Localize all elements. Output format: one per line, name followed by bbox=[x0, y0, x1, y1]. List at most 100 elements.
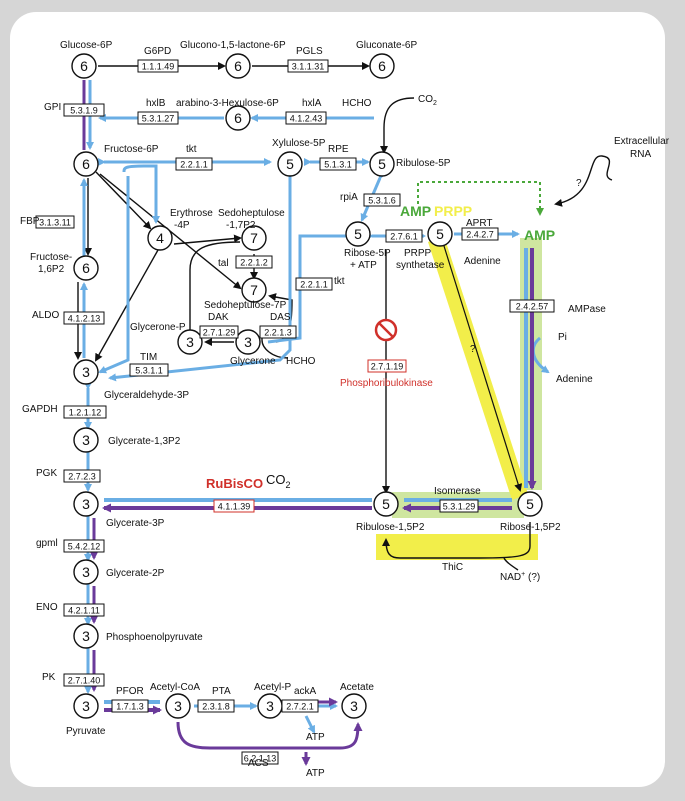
node-number: 5 bbox=[436, 226, 444, 242]
label-prpp-synth-a: PRPP bbox=[404, 248, 432, 259]
ec-rect bbox=[367, 359, 407, 373]
ec-rect bbox=[509, 299, 555, 313]
ec-number: 2.7.1.40 bbox=[68, 676, 101, 686]
ec-number: 5.3.1.1 bbox=[135, 366, 163, 376]
node-number: 3 bbox=[82, 432, 90, 448]
label-ribose5p-b: + ATP bbox=[350, 260, 377, 271]
label-hcho-bottom: HCHO bbox=[286, 356, 316, 367]
label-extracellular-a: Extracellular bbox=[614, 136, 670, 147]
node-prpp: 5 bbox=[427, 221, 453, 247]
node-glycerate2p: 3 bbox=[73, 559, 99, 585]
node-circle bbox=[73, 559, 99, 585]
node-fructose6p: 6 bbox=[73, 151, 99, 177]
node-number: 6 bbox=[234, 110, 242, 126]
ec-rect bbox=[287, 59, 329, 73]
ec-box-acka: 2.7.2.1 bbox=[281, 699, 319, 713]
node-glucose6p: 6 bbox=[71, 53, 97, 79]
node-gluconate6p: 6 bbox=[369, 53, 395, 79]
label-atp-acka: ATP bbox=[306, 732, 325, 743]
ec-rect bbox=[175, 157, 213, 171]
enzyme-name-layer: G6PD PGLS GPI hxlB hxlA tkt RPE rpiA tal… bbox=[20, 46, 493, 769]
label-glycerone: Glycerone bbox=[230, 356, 276, 367]
ec-box-tal: 2.2.1.2 bbox=[235, 255, 273, 269]
ec-box-gpi: 5.3.1.9 bbox=[63, 103, 105, 117]
node-xylulose5p: 5 bbox=[277, 151, 303, 177]
enzyme-rpia: rpiA bbox=[340, 192, 358, 203]
node-sedoheptulose7p: 7 bbox=[241, 277, 267, 303]
enzyme-acka: ackA bbox=[294, 686, 317, 697]
node-glycerate13p2: 3 bbox=[73, 427, 99, 453]
node-circle bbox=[73, 255, 99, 281]
enzyme-pgls: PGLS bbox=[296, 46, 323, 57]
ec-box-pfor: 1.7.1.3 bbox=[111, 699, 149, 713]
label-acetylp: Acetyl-P bbox=[254, 682, 292, 693]
label-amp-left: AMP bbox=[400, 203, 431, 219]
node-number: 5 bbox=[378, 156, 386, 172]
ec-box-pgk: 2.7.2.3 bbox=[63, 469, 101, 483]
ec-box-rubisco: 4.1.1.39 bbox=[213, 499, 255, 513]
node-number: 4 bbox=[156, 230, 164, 246]
ec-rect bbox=[35, 215, 75, 229]
node-number: 3 bbox=[82, 628, 90, 644]
label-pep: Phosphoenolpyruvate bbox=[106, 632, 203, 643]
label-glucose6p: Glucose-6P bbox=[60, 40, 113, 51]
node-circle bbox=[369, 53, 395, 79]
node-number: 6 bbox=[82, 260, 90, 276]
ec-rect bbox=[63, 603, 105, 617]
ec-number: 4.2.1.11 bbox=[68, 606, 100, 616]
node-circle bbox=[147, 225, 173, 251]
ec-number: 4.1.2.13 bbox=[68, 314, 101, 324]
label-acetate: Acetate bbox=[340, 682, 374, 693]
label-acetylcoa: Acetyl-CoA bbox=[150, 682, 200, 693]
node-glycerone: 3 bbox=[235, 329, 261, 355]
ec-rect bbox=[63, 103, 105, 117]
label-atp-acs: ATP bbox=[306, 768, 325, 779]
node-circle bbox=[73, 693, 99, 719]
node-number: 3 bbox=[350, 698, 358, 714]
ec-box-pgls: 3.1.1.31 bbox=[287, 59, 329, 73]
enzyme-das: DAS bbox=[270, 312, 291, 323]
label-glycerate3p: Glycerate-3P bbox=[106, 518, 165, 529]
label-ribulose5p: Ribulose-5P bbox=[396, 158, 451, 169]
label-ampase: AMPase bbox=[568, 304, 606, 315]
enzyme-hxlb: hxlB bbox=[146, 98, 166, 109]
ec-box-fbp: 3.1.3.11 bbox=[35, 215, 75, 229]
node-number: 5 bbox=[382, 496, 390, 512]
node-glyceroneP: 3 bbox=[177, 329, 203, 355]
ec-number: 4.1.1.39 bbox=[218, 502, 251, 512]
node-circle bbox=[73, 427, 99, 453]
node-circle bbox=[73, 151, 99, 177]
node-number: 3 bbox=[82, 698, 90, 714]
node-ribose15p2: 5 bbox=[517, 491, 543, 517]
label-nad: NAD+ (?) bbox=[500, 571, 540, 583]
ec-number: 5.3.1.27 bbox=[142, 114, 175, 124]
label-gluconate6p: Gluconate-6P bbox=[356, 40, 417, 51]
ec-box-gapdh: 1.2.1.12 bbox=[63, 405, 107, 419]
ec-number: 5.3.1.6 bbox=[368, 196, 396, 206]
ec-rect bbox=[63, 405, 107, 419]
node-glyceraldehyde3p: 3 bbox=[73, 359, 99, 385]
ec-box-prk: 2.7.1.19 bbox=[367, 359, 407, 373]
enzyme-aldo: ALDO bbox=[32, 310, 59, 321]
ec-rect bbox=[285, 111, 327, 125]
label-glycerate2p: Glycerate-2P bbox=[106, 568, 165, 579]
ec-rect bbox=[363, 193, 401, 207]
ec-rect bbox=[63, 673, 105, 687]
label-arabino: arabino-3-Hexulose-6P bbox=[176, 98, 279, 109]
label-erythrose-b: -4P bbox=[174, 220, 190, 231]
ec-box-pta: 2.3.1.8 bbox=[197, 699, 235, 713]
label-glycerate13p2: Glycerate-1,3P2 bbox=[108, 436, 181, 447]
node-circle bbox=[225, 53, 251, 79]
node-number: 6 bbox=[378, 58, 386, 74]
enzyme-tal: tal bbox=[218, 258, 229, 269]
node-number: 6 bbox=[80, 58, 88, 74]
ec-box-tkt_side: 2.2.1.1 bbox=[295, 277, 333, 291]
ec-box-tim: 5.3.1.1 bbox=[129, 363, 169, 377]
label-sedo17-b: -1,7P2 bbox=[226, 220, 256, 231]
text-layer: Glucose-6P Glucono-1,5-lactone-6P Glucon… bbox=[30, 40, 670, 779]
ec-number: 2.7.1.29 bbox=[203, 328, 236, 338]
ec-rect bbox=[199, 325, 239, 339]
